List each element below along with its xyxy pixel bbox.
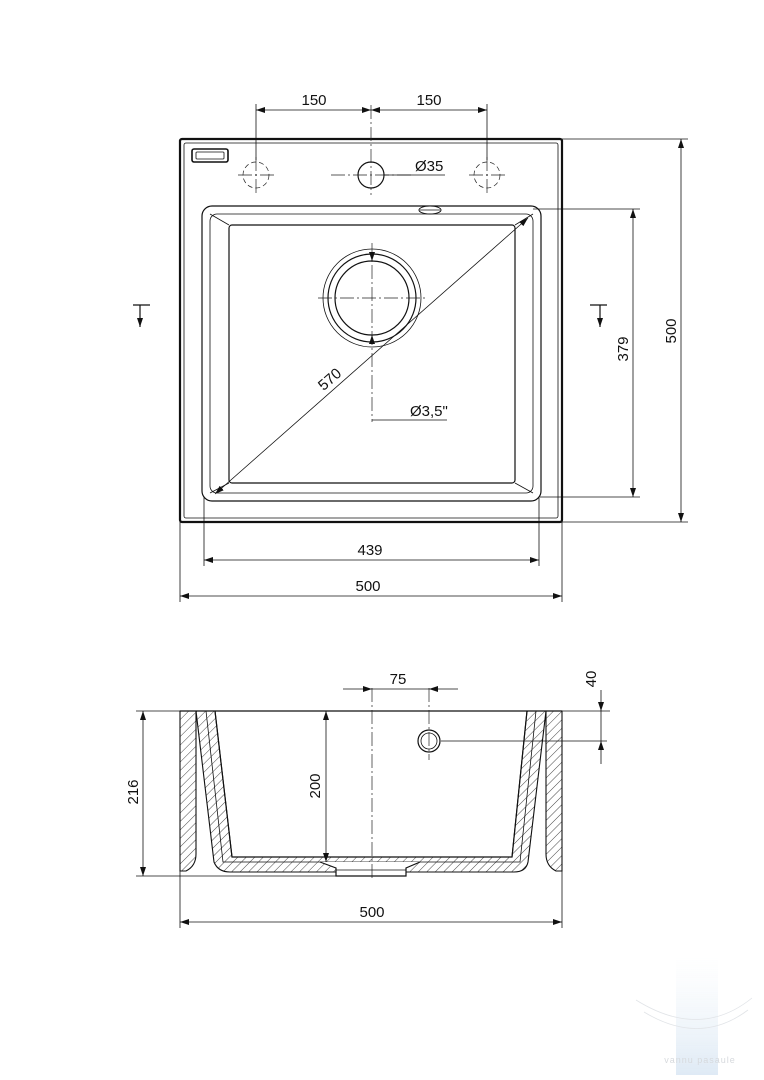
section-mark-left-icon [133,304,150,327]
tap-diameter-label: Ø35 [415,158,443,175]
total-height-dimension [136,710,336,877]
brand-plate-icon [191,148,229,163]
right-rim-section [545,710,563,872]
top-view: 150 150 Ø35 Ø3,5" [133,92,688,602]
bowl-shell-section [195,710,547,873]
tap-hole-right-icon [469,157,505,193]
bowl-width-label: 439 [357,542,382,559]
drain-diameter-label: Ø3,5" [410,403,448,420]
overflow-height-label: 40 [583,671,600,688]
tap-hole-left-icon [238,157,274,193]
overall-depth-dimension [562,138,688,523]
total-height-label: 216 [125,779,142,804]
bowl-width-dimension [203,497,540,566]
side-width-label: 500 [359,904,384,921]
bowl-inner-surface [214,710,528,858]
tap-spacing-dimension [255,104,488,160]
diagonal-dimension-line [214,217,529,495]
tap-spacing-right-label: 150 [416,92,441,109]
drain-outlet-icon [319,861,421,877]
overall-width-label: 500 [355,578,380,595]
overflow-height-dimension [562,690,610,764]
sink-outer-rim [178,137,564,524]
diagonal-label: 570 [315,365,345,394]
tap-hole-center-icon [331,105,411,195]
bowl-depth-label: 379 [615,336,632,361]
overflow-slot-icon [418,205,442,215]
section-mark-right-icon [590,304,607,327]
overall-depth-label: 500 [663,318,680,343]
watermark-text: vannu pasaule [664,1055,736,1065]
overflow-offset-label: 75 [390,671,407,688]
bowl-outer-edge [201,205,542,502]
overflow-hole-icon [417,688,607,760]
sink-outer-rim-inner-edge [183,142,559,519]
bowl-depth-side-label: 200 [307,773,324,798]
left-rim-section [179,710,197,872]
bowl-depth-dimension [533,208,640,498]
tap-spacing-left-label: 150 [301,92,326,109]
overall-width-dimension [179,522,563,602]
side-section-view: 75 40 216 200 500 [125,671,610,928]
side-width-dimension [179,871,563,928]
drain-icon [318,243,426,422]
watermark-logo: vannu pasaule [635,955,753,1075]
